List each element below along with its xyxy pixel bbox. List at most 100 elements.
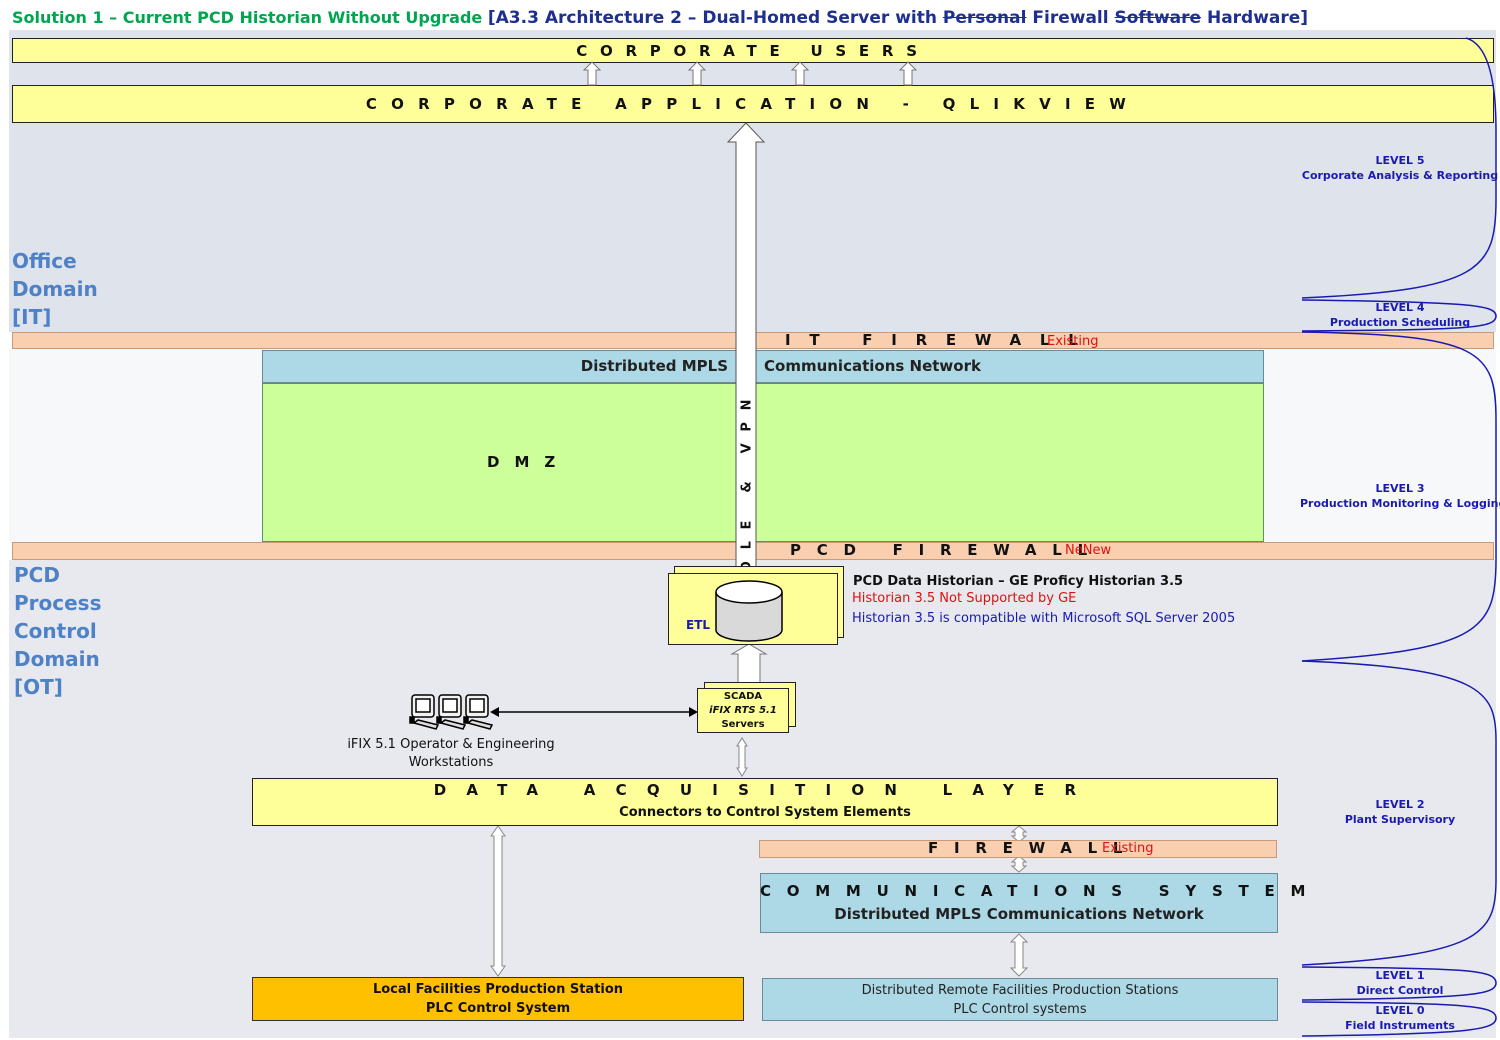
mpls-left-label: Distributed MPLS: [580, 357, 728, 375]
strike-personal: Personal: [942, 8, 1027, 28]
local-station-line: PLC Control System: [425, 1001, 571, 1016]
scada-daq-arrow: [736, 737, 748, 777]
arch-suffix: Hardware]: [1201, 8, 1309, 28]
it-firewall-status: Existing: [1047, 334, 1099, 349]
workstation-icon: [463, 694, 494, 730]
corporate-users-label: CORPORATE USERS: [576, 41, 930, 60]
level-2-label: LEVEL 2 Plant Supervisory: [1300, 797, 1500, 827]
scada-line: iFIX RTS 5.1: [709, 704, 777, 716]
level-name: Direct Control: [1356, 984, 1444, 997]
level4-brace: [1301, 299, 1497, 332]
level-name: Corporate Analysis & Reporting: [1301, 169, 1499, 182]
pcd-domain-label: PCD Process Control Domain [OT]: [14, 561, 102, 701]
level-name: Production Scheduling: [1329, 316, 1471, 329]
workstation-icon: [436, 694, 467, 730]
level-number: LEVEL 3: [1375, 482, 1425, 495]
lower-firewall-bar: [759, 840, 1277, 858]
corporate-users-bar: CORPORATE USERS: [12, 38, 1494, 63]
historian-title: PCD Data Historian – GE Proficy Historia…: [853, 574, 1184, 589]
scada-line: Servers: [721, 718, 765, 730]
historian-warning: Historian 3.5 Not Supported by GE: [852, 591, 1077, 606]
pcd-domain-line: PCD: [14, 563, 60, 587]
workstations-label: iFIX 5.1 Operator & Engineering Workstat…: [340, 736, 562, 772]
level-4-label: LEVEL 4 Production Scheduling: [1300, 300, 1500, 330]
dmz-label: DMZ: [487, 453, 571, 471]
remote-facilities-stations: Distributed Remote Facilities Production…: [762, 978, 1278, 1021]
level1-brace: [1301, 966, 1497, 1001]
dmz-box: [262, 383, 1264, 542]
etl-label: ETL: [686, 618, 711, 632]
mpls-right-label: Communications Network: [764, 357, 981, 375]
office-domain-line: [IT]: [12, 305, 52, 329]
corporate-application-label: CORPORATE APPLICATION - QLIKVIEW: [365, 95, 1141, 113]
up-arrow: [790, 61, 810, 86]
level-name: Production Monitoring & Logging: [1300, 497, 1500, 510]
pcd-domain-line: Control: [14, 619, 97, 643]
comms-remote-arrow: [1009, 933, 1029, 977]
arrowhead-right: [689, 707, 698, 717]
office-domain-line: Domain: [12, 277, 98, 301]
level-number: LEVEL 2: [1375, 798, 1425, 811]
historian-compatibility: Historian 3.5 is compatible with Microso…: [852, 611, 1236, 626]
diagram-title: Solution 1 – Current PCD Historian Witho…: [12, 8, 1308, 28]
corporate-application-bar: CORPORATE APPLICATION - QLIKVIEW: [12, 85, 1494, 123]
data-acquisition-layer: [252, 778, 1278, 826]
arch-prefix: [A3.3 Architecture 2 – Dual-Homed Server…: [487, 8, 943, 28]
ole-vpn-label: OLE & VPN: [739, 387, 755, 573]
firewall-comms-arrow: [1010, 855, 1028, 873]
level-braces: [1301, 37, 1497, 1037]
level2-brace: [1301, 660, 1497, 966]
local-station-line: Local Facilities Production Station: [372, 982, 624, 997]
office-domain-line: Office: [12, 249, 77, 273]
architecture-title: [A3.3 Architecture 2 – Dual-Homed Server…: [488, 8, 1308, 28]
remote-station-line: PLC Control systems: [953, 1001, 1087, 1017]
pcd-firewall-label: PCD FIREWALL: [790, 541, 1103, 559]
daq-subtitle: Connectors to Control System Elements: [619, 805, 911, 820]
level-number: LEVEL 4: [1375, 301, 1425, 314]
level-number: LEVEL 0: [1375, 1004, 1425, 1017]
local-facilities-station: Local Facilities Production Station PLC …: [252, 977, 744, 1021]
up-arrow: [582, 61, 602, 86]
level5-brace: [1301, 37, 1497, 299]
level-3-label: LEVEL 3 Production Monitoring & Logging: [1300, 481, 1500, 511]
pcd-firewall-status: NeNew: [1065, 543, 1112, 558]
up-arrow: [898, 61, 918, 86]
level-1-label: LEVEL 1 Direct Control: [1300, 968, 1500, 998]
database-icon: [715, 580, 783, 642]
lower-firewall-status: Existing: [1102, 841, 1154, 856]
level-name: Plant Supervisory: [1344, 813, 1456, 826]
level-name: Field Instruments: [1345, 1019, 1455, 1032]
level3-brace: [1301, 331, 1497, 662]
ole-vpn-arrow: [726, 122, 766, 573]
office-domain-label: Office Domain [IT]: [12, 247, 98, 331]
level-number: LEVEL 1: [1375, 969, 1425, 982]
mpls-network-bar: [262, 350, 1264, 383]
communications-system: [760, 873, 1278, 933]
workstation-icon: [409, 694, 440, 730]
scada-servers: SCADA iFIX RTS 5.1 Servers: [697, 688, 789, 733]
daq-title: DATA ACQUISITION LAYER: [433, 781, 1097, 799]
level0-brace: [1301, 1001, 1497, 1037]
level-0-label: LEVEL 0 Field Instruments: [1300, 1003, 1500, 1033]
daq-local-arrow: [490, 825, 506, 977]
workstations-line: iFIX 5.1 Operator & Engineering: [347, 737, 555, 752]
arch-mid: Firewall: [1026, 8, 1115, 28]
solution-title: Solution 1 – Current PCD Historian Witho…: [12, 8, 483, 27]
scada-line: SCADA: [723, 690, 763, 702]
comms-title: COMMUNICATIONS SYSTEM: [760, 882, 1322, 900]
lower-firewall-label: FIREWALL: [928, 839, 1139, 857]
comms-subtitle: Distributed MPLS Communications Network: [834, 905, 1204, 923]
up-arrow: [687, 61, 707, 86]
strike-software: Software: [1114, 8, 1202, 28]
pcd-domain-line: Process: [14, 591, 102, 615]
remote-station-line: Distributed Remote Facilities Production…: [861, 982, 1179, 998]
it-firewall-label: IT FIREWALL: [785, 331, 1097, 349]
pcd-domain-line: Domain: [14, 647, 100, 671]
workstations-line: Workstations: [408, 755, 494, 770]
level-5-label: LEVEL 5 Corporate Analysis & Reporting: [1300, 153, 1500, 183]
arrowhead-left: [490, 707, 499, 717]
daq-firewall-arrow: [1010, 825, 1028, 843]
level-number: LEVEL 5: [1375, 154, 1425, 167]
pcd-domain-line: [OT]: [14, 675, 63, 699]
